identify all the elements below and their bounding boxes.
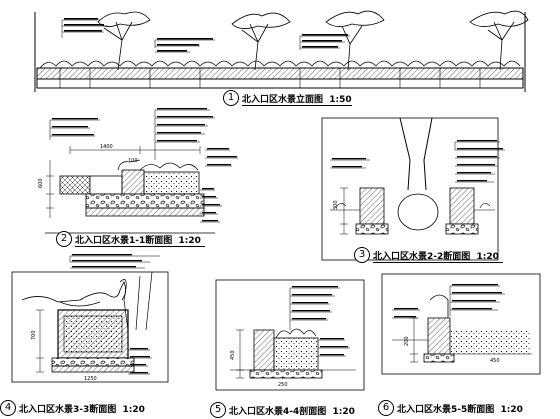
dim-450: 450 xyxy=(230,350,236,360)
title-4: 北入口区水景3-3断面图 1:20 xyxy=(19,405,145,415)
title-1: 北入口区水景立面图 1:50 xyxy=(242,95,352,105)
title-5-number: 5 xyxy=(210,402,226,418)
title-2-number: 2 xyxy=(56,231,72,247)
title-3-underline xyxy=(373,262,503,263)
dim-250: 250 xyxy=(278,382,288,388)
section-5-5-drawing: 200 450 xyxy=(381,273,541,375)
dim-700: 700 xyxy=(31,330,37,340)
title-1-number: 1 xyxy=(223,90,239,106)
dim-1400: 1400 xyxy=(100,144,113,150)
dim-100: 100 xyxy=(128,158,138,164)
title-6-number: 6 xyxy=(378,400,394,416)
dim-1250: 1250 xyxy=(84,376,97,382)
dim-200: 200 xyxy=(404,336,410,346)
title-6: 北入口区水景5-5断面图 1:20 xyxy=(397,405,523,415)
section-3-3-drawing: 700 1250 xyxy=(11,254,169,383)
title-3: 北入口区水景2-2断面图 1:20 xyxy=(373,252,499,262)
dim-450b: 450 xyxy=(490,358,500,364)
title-5: 北入口区水景4-4剖面图 1:20 xyxy=(229,407,355,417)
dim-600: 600 xyxy=(38,178,44,188)
title-4-number: 4 xyxy=(0,400,16,416)
title-1-underline xyxy=(242,105,352,106)
section-2-2-drawing: 300 xyxy=(321,117,505,261)
title-2: 北入口区水景1-1断面图 1:20 xyxy=(75,236,201,246)
title-2-underline xyxy=(75,246,205,247)
elevation-drawing xyxy=(34,10,529,92)
dim-300: 300 xyxy=(333,200,339,210)
title-3-number: 3 xyxy=(354,247,370,263)
section-1-1-drawing: 1400 600 100 xyxy=(38,108,238,234)
section-4-4-drawing: 450 250 xyxy=(215,279,365,391)
